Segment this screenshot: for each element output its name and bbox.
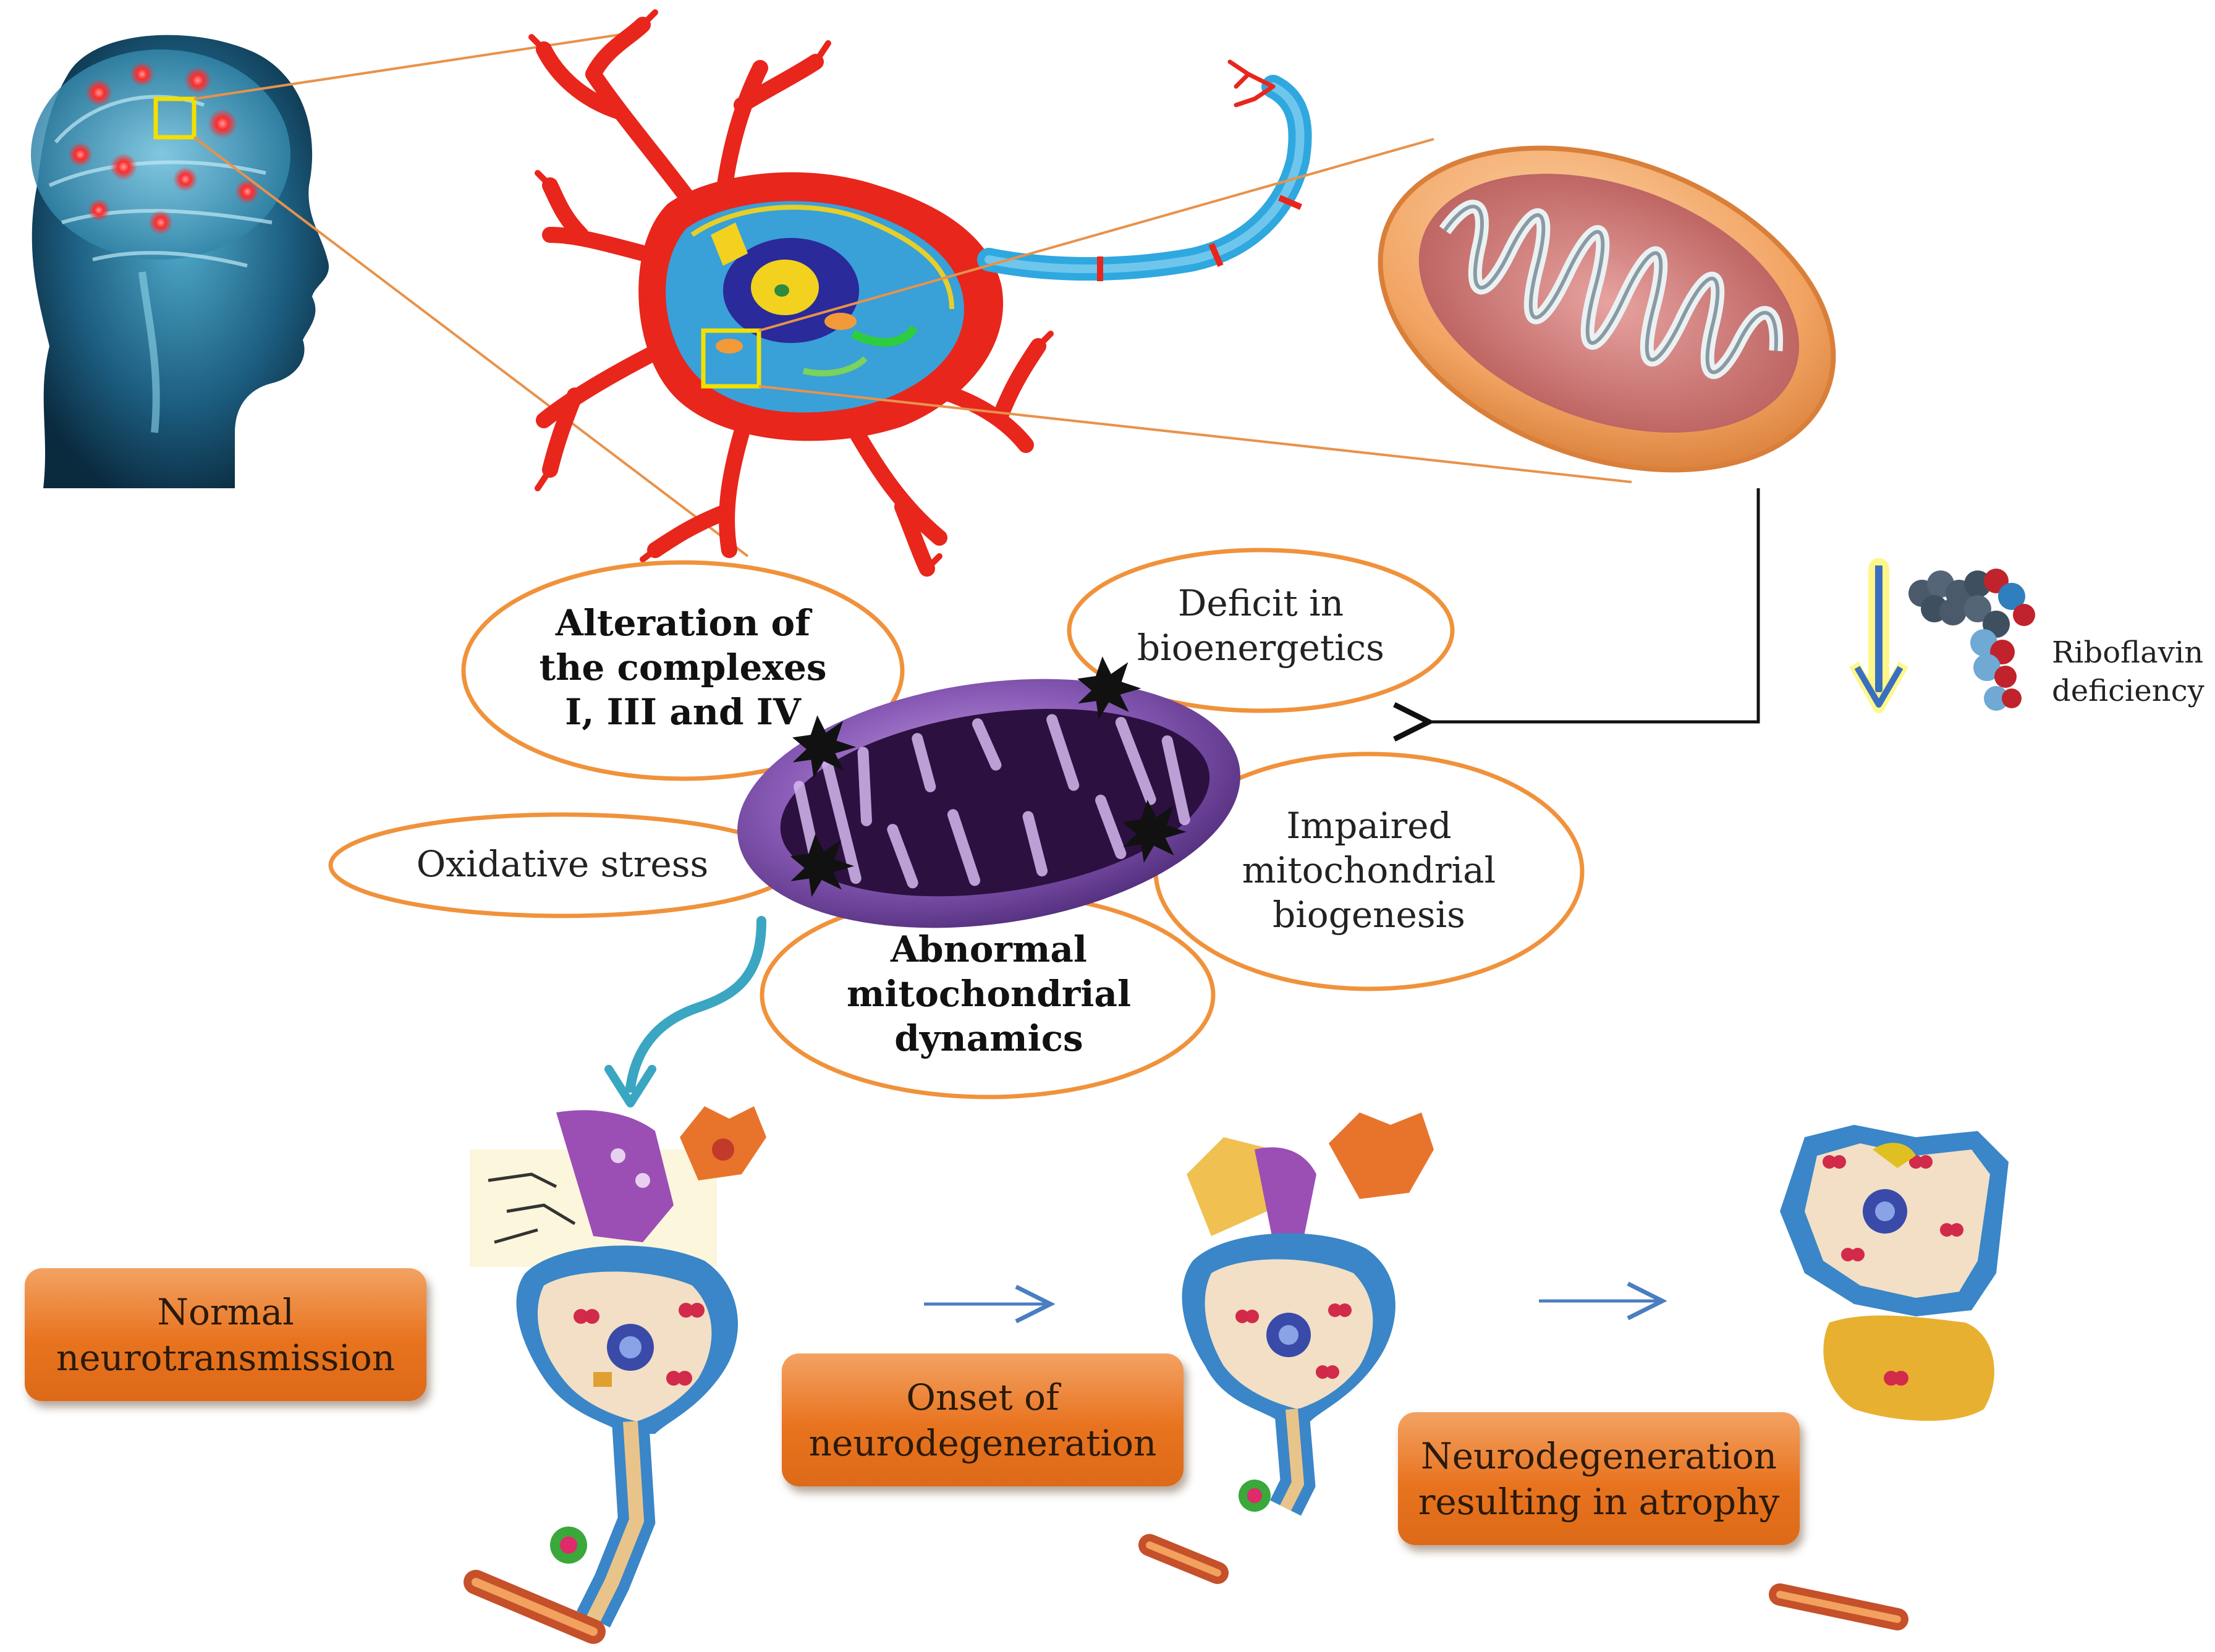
label-dynamics-line3: dynamics [894,1017,1083,1059]
mitochondrion-icon [1378,145,1836,473]
label-oxidative-line1: Oxidative stress [416,843,709,885]
riboflavin-label: Riboflavin deficiency [2052,633,2213,710]
stage-box-atrophy: Neurodegeneration resulting in atrophy [1398,1412,1800,1545]
stage-atrophy-line1: Neurodegeneration [1420,1434,1777,1477]
stage-box-onset: Onset of neurodegeneration [782,1353,1184,1486]
riboflavin-molecule-icon [1908,569,2035,711]
label-dynamics-line2: mitochondrial [847,973,1131,1015]
riboflavin-label-line2: deficiency [2052,674,2204,708]
label-biogenesis-line2: mitochondrial [1242,849,1496,891]
atrophied-neuron-icon [1769,1125,2009,1630]
neuron-icon [528,9,1312,577]
damaged-mitochondrion-icon [737,656,1240,928]
stage-onset-line1: Onset of [906,1376,1059,1418]
label-oxidative: Oxidative stress [346,842,779,886]
stage-atrophy-line2: resulting in atrophy [1418,1480,1780,1523]
stage-onset-line2: neurodegeneration [808,1421,1157,1464]
callout-lines-neuron [758,138,1632,483]
teal-curved-arrow [604,916,766,1108]
stage-normal-line1: Normal [157,1290,294,1333]
callout-lines-head [193,33,749,557]
label-complexes: Alteration of the complexes I, III and I… [482,601,884,734]
stage-box-normal: Normal neurotransmission [25,1268,426,1401]
label-complexes-line3: I, III and IV [565,691,801,733]
down-arrow-icon [1849,558,1908,713]
ellipse-bioenergetics [1067,548,1455,713]
label-bioenergetics-line2: bioenergetics [1137,627,1384,669]
label-biogenesis-line3: biogenesis [1273,894,1465,936]
riboflavin-label-line1: Riboflavin [2052,635,2204,670]
label-bioenergetics: Deficit in bioenergetics [1088,581,1434,670]
stage-normal-line2: neurotransmission [56,1336,396,1379]
label-biogenesis-line1: Impaired [1286,805,1452,847]
label-complexes-line1: Alteration of [555,602,811,644]
label-dynamics: Abnormal mitochondrial dynamics [803,927,1174,1061]
label-bioenergetics-line1: Deficit in [1177,582,1344,624]
label-biogenesis: Impaired mitochondrial biogenesis [1187,803,1551,937]
degenerating-neuron-icon [1138,1112,1434,1584]
ellipse-complexes [461,560,905,781]
connector-arrow [1425,488,1760,722]
label-complexes-line2: the complexes [539,646,827,688]
label-dynamics-line1: Abnormal [891,928,1087,970]
effect-ellipses [328,548,1585,1099]
healthy-neuron-icon [464,1106,766,1644]
human-head-brain-icon [31,35,329,488]
